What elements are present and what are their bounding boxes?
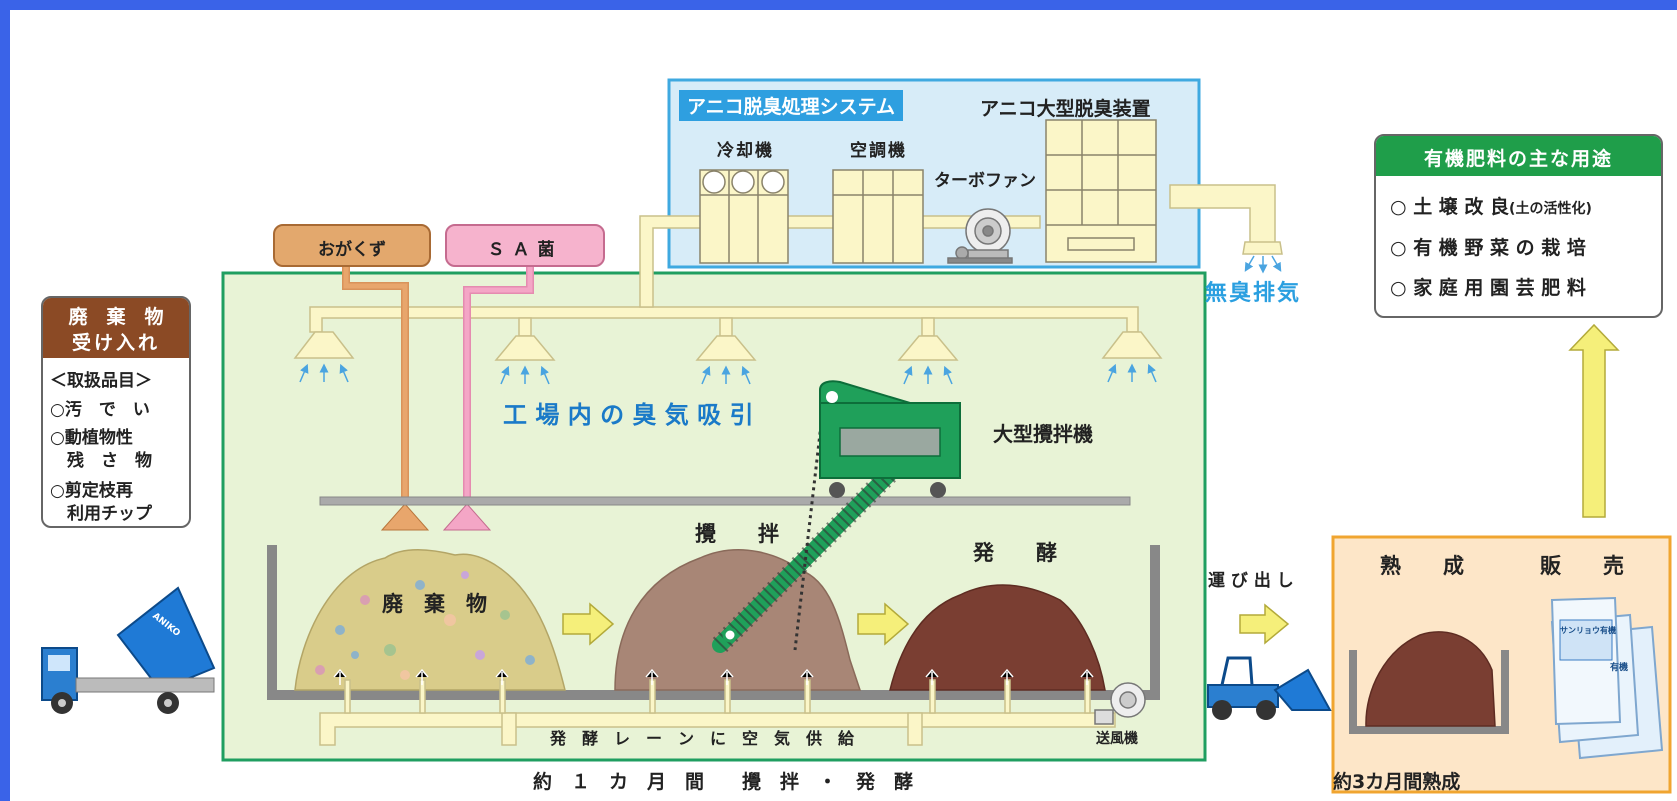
mixer-rail	[319, 496, 1131, 506]
waste-label: 廃 棄 物	[382, 592, 487, 616]
fertilizer-bags	[1550, 596, 1664, 760]
intake-item-residue-2: 残 さ 物	[50, 451, 152, 471]
cooler-label: 冷却機	[717, 141, 774, 161]
diagram-canvas: アニコ脱臭処理システム アニコ大型脱臭装置 冷却機 空調機 ターボファン 無臭排…	[10, 10, 1677, 801]
exhaust-arrows	[1244, 255, 1282, 274]
diagram-graphics	[41, 78, 1672, 794]
suction-hood-4	[897, 335, 959, 361]
air-outlet-arrows	[333, 668, 1094, 685]
suction-hood-5	[1101, 331, 1163, 359]
mixer-label: 大型攪拌機	[993, 422, 1093, 446]
bacteria-hopper	[442, 503, 492, 531]
odorless-exhaust-label: 無臭排気	[1205, 281, 1302, 306]
turbofan-unit	[947, 208, 1013, 264]
factory-duration-label: 約 １ カ 月 間 攪 拌 ・ 発 酵	[533, 771, 914, 793]
maturation-duration-label: 約3カ月間熟成	[1333, 771, 1461, 793]
sales-label: 販 売	[1540, 554, 1624, 578]
suction-hood-1	[293, 331, 355, 359]
intake-item-sludge: ○汚 で い	[50, 400, 150, 420]
sawdust-hopper	[380, 503, 430, 531]
uses-item-soil-note: (土の活性化)	[1509, 201, 1592, 217]
uses-header	[1376, 136, 1661, 176]
system-title: アニコ脱臭処理システム	[679, 90, 904, 121]
blower-label: 送風機	[1096, 731, 1138, 747]
sa-bacteria-box	[445, 224, 605, 267]
waste-pile-dots	[315, 571, 535, 680]
uses-item-soil-main: ○ 土 壌 改 良	[1390, 196, 1510, 218]
sawdust-box	[273, 224, 431, 267]
intake-item-chips-1: ○剪定枝再	[50, 481, 133, 501]
odor-suction-label: 工 場 内 の 臭 気 吸 引	[503, 401, 754, 429]
uses-item-soil: ○ 土 壌 改 良(土の活性化)	[1390, 192, 1592, 219]
uses-title: 有機肥料の主な用途	[1423, 148, 1613, 170]
intake-item-residue-1: ○動植物性	[50, 428, 133, 448]
waste-pile	[294, 549, 566, 691]
sa-bacteria-label: ＳＡ菌	[487, 240, 563, 260]
dump-truck	[41, 586, 216, 714]
sawdust-label: おがくず	[318, 240, 386, 260]
bag-label-secondary: 有機	[1610, 663, 1629, 673]
cooler-unit	[699, 169, 789, 264]
suction-hood-2	[494, 335, 556, 361]
suction-hood-3	[695, 335, 757, 361]
intake-items-header: ＜取扱品目＞	[50, 371, 152, 391]
mixer-machine	[712, 380, 961, 653]
carry-out-label: 運 び 出 し	[1208, 571, 1294, 591]
ripening-label: 熟 成	[1380, 554, 1464, 578]
stirring-label: 攪 拌	[695, 522, 779, 546]
ripening-pile	[1365, 631, 1496, 727]
intake-title-line2: 受け入れ	[71, 332, 160, 354]
large-deodorizer-unit	[1045, 119, 1157, 263]
air-supply-label: 発 酵 レ ー ン に 空 気 供 給	[550, 729, 855, 748]
aircon-label: 空調機	[850, 141, 907, 161]
large-deodorizer-label: アニコ大型脱臭装置	[980, 98, 1151, 120]
suction-arrows	[299, 363, 1157, 385]
air-supply-pipe	[319, 679, 1116, 746]
aircon-unit	[832, 169, 924, 264]
fermentation-pile	[889, 584, 1106, 691]
intake-item-chips-2: 利用チップ	[50, 504, 152, 524]
turbofan-label: ターボファン	[934, 171, 1036, 191]
uses-item-organic-vegetables: ○ 有 機 野 菜 の 栽 培	[1390, 237, 1586, 259]
intake-title-line1: 廃 棄 物	[68, 306, 164, 328]
bag-label: サンリョウ有機	[1560, 626, 1616, 635]
wheel-loader	[1207, 656, 1332, 720]
fermentation-lane	[267, 545, 1160, 700]
blower-unit	[1094, 682, 1146, 725]
uses-item-home-gardening: ○ 家 庭 用 園 芸 肥 料	[1390, 277, 1586, 299]
fermentation-label: 発 酵	[973, 541, 1057, 565]
intake-header	[43, 298, 189, 358]
